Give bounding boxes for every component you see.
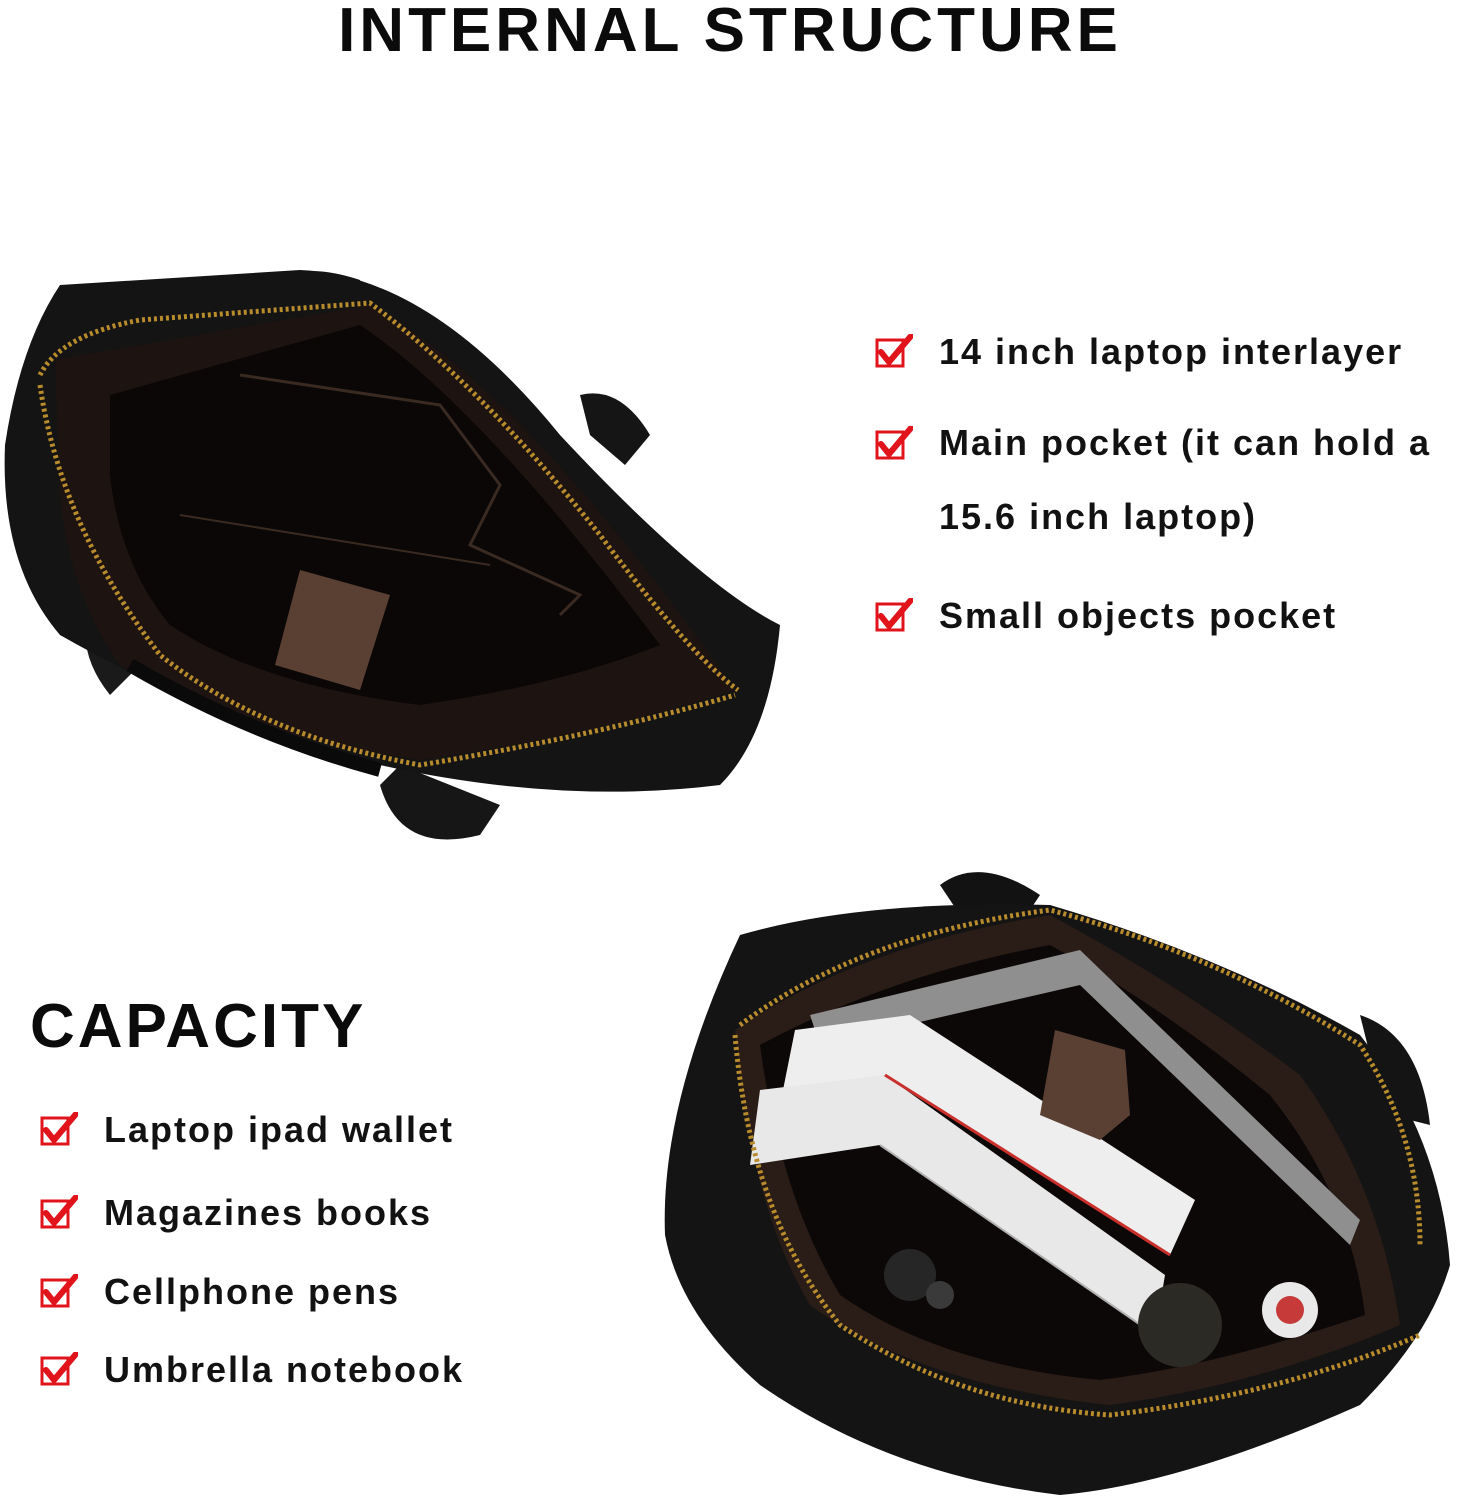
capacity-item: Cellphone pens [40,1274,400,1310]
capacity-item-label: Cellphone pens [104,1271,401,1312]
checkbox-checked-icon [40,1274,78,1308]
feature-item-label: Small objects pocket [939,595,1338,636]
open-bag-filled-photo [660,865,1460,1500]
capacity-item: Laptop ipad wallet [40,1112,454,1148]
feature-item: Small objects pocket [875,598,1337,634]
feature-item-label: Main pocket (it can hold a 15.6 inch lap… [939,422,1432,537]
feature-item: 14 inch laptop interlayer [875,334,1403,370]
capacity-item-label: Magazines books [104,1192,433,1233]
capacity-item: Umbrella notebook [40,1352,464,1388]
checkbox-checked-icon [875,426,913,460]
page-title: INTERNAL STRUCTURE [338,0,1122,65]
open-bag-empty-photo [0,265,790,855]
capacity-item: Magazines books [40,1195,432,1231]
section-title-capacity: CAPACITY [30,992,367,1061]
capacity-item-label: Umbrella notebook [104,1349,465,1390]
feature-item-label: 14 inch laptop interlayer [939,331,1404,372]
checkbox-checked-icon [40,1352,78,1386]
checkbox-checked-icon [875,334,913,368]
capacity-item-label: Laptop ipad wallet [104,1109,455,1150]
feature-item: Main pocket (it can hold a 15.6 inch lap… [875,422,1459,554]
checkbox-checked-icon [40,1112,78,1146]
checkbox-checked-icon [40,1195,78,1229]
checkbox-checked-icon [875,598,913,632]
